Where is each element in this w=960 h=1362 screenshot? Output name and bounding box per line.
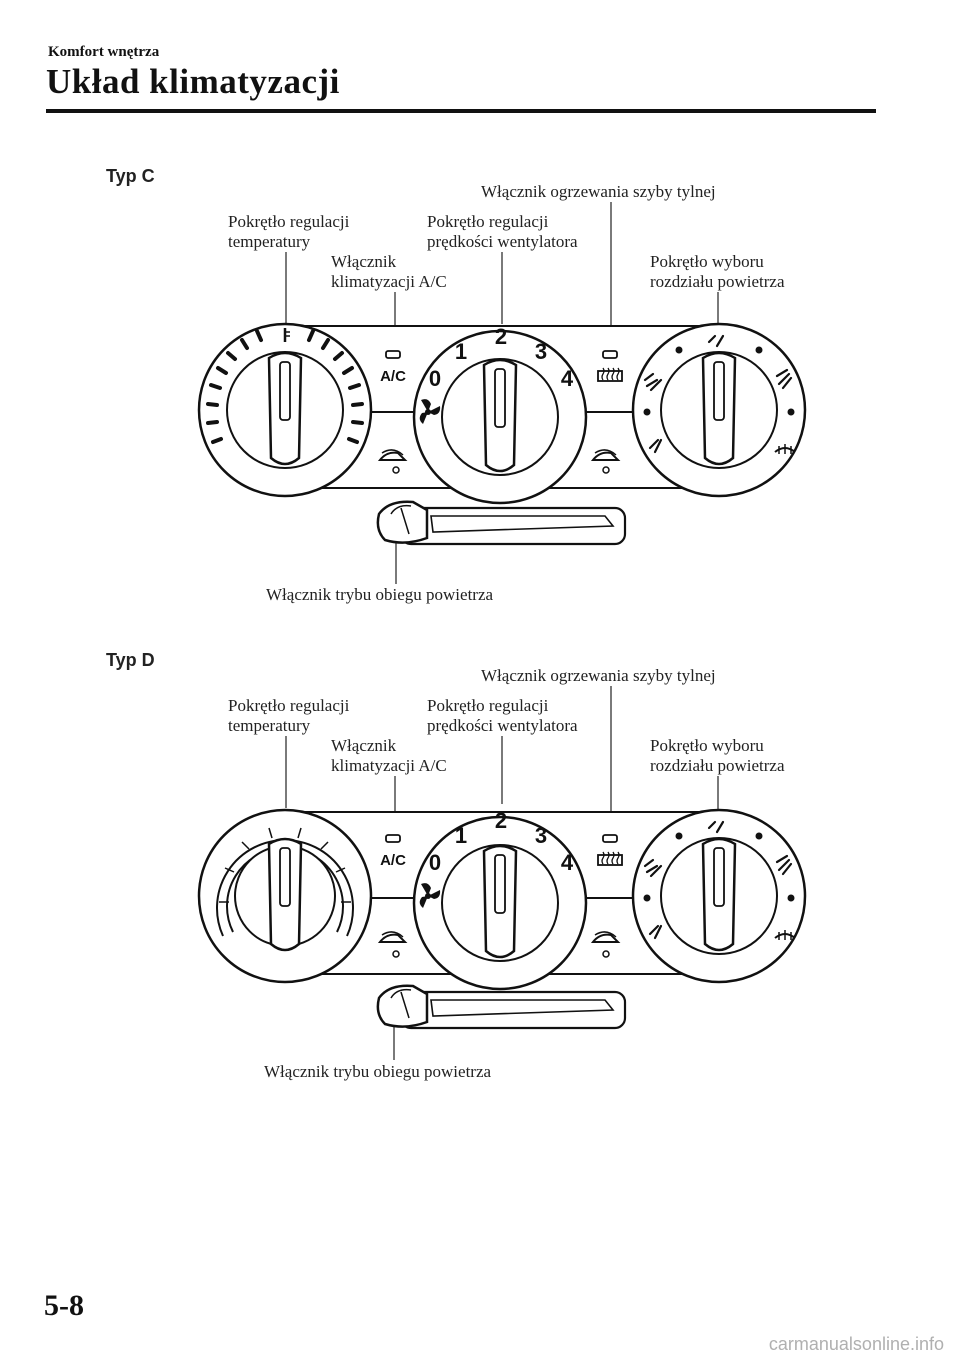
- fan-speed-knob[interactable]: 0 1 2 3 4: [412, 324, 588, 505]
- temperature-knob[interactable]: [197, 808, 373, 984]
- callout-airflow-c: Pokrętło wyboru rozdziału powietrza: [650, 252, 785, 291]
- feet-icon: [648, 438, 663, 454]
- recirculation-lever[interactable]: [376, 984, 627, 1030]
- temperature-knob[interactable]: [197, 322, 373, 498]
- callout-fan-speed-c: Pokrętło regulacji prędkości wentylatora: [427, 212, 578, 251]
- face-vent-icon: [707, 820, 725, 834]
- page-number: 5-8: [44, 1289, 84, 1322]
- ac-label: A/C: [380, 852, 406, 869]
- callout-recirculation-c: Włącznik trybu obiegu powietrza: [266, 585, 494, 604]
- panel-drawing-d: A/C 0 1 2 3 4: [197, 808, 807, 1030]
- ac-button[interactable]: A/C: [380, 834, 406, 869]
- rear-defroster-icon: [597, 367, 623, 382]
- rear-defroster-icon: [597, 851, 623, 866]
- page-title: Układ klimatyzacji: [46, 62, 340, 101]
- callout-rear-defroster-c: Włącznik ogrzewania szyby tylnej: [481, 182, 716, 201]
- recirculation-lever[interactable]: [376, 500, 627, 546]
- fan-speed-3: 3: [535, 339, 547, 364]
- ac-label: A/C: [380, 368, 406, 385]
- callout-fan-speed-d: Pokrętło regulacji prędkości wentylatora: [427, 696, 578, 735]
- callout-rear-defroster-d: Włącznik ogrzewania szyby tylnej: [481, 666, 716, 685]
- feet-defrost-icon: [775, 854, 793, 876]
- windshield-defrost-icon: [774, 930, 796, 940]
- recirculation-car-icon-left: [377, 449, 408, 474]
- callout-recirculation-d: Włącznik trybu obiegu powietrza: [264, 1062, 492, 1081]
- section-label: Komfort wnętrza: [48, 44, 160, 60]
- rear-defroster-button[interactable]: [597, 350, 623, 382]
- fan-icon: [419, 399, 441, 424]
- feet-icon: [648, 924, 663, 940]
- control-panel-typ-d: A/C 0 1 2 3 4: [195, 786, 815, 1106]
- control-panel-typ-c: A/C 0 1 2 3 4: [195, 300, 815, 620]
- feet-defrost-icon: [775, 368, 793, 390]
- type-d-label: Typ D: [106, 650, 155, 670]
- callout-airflow-d: Pokrętło wyboru rozdziału powietrza: [650, 736, 785, 775]
- ac-button[interactable]: A/C: [380, 350, 406, 385]
- fan-speed-0: 0: [429, 366, 441, 391]
- fan-speed-3: 3: [535, 823, 547, 848]
- fan-speed-2: 2: [495, 324, 507, 349]
- fresh-air-car-icon-right: [590, 931, 621, 958]
- watermark: carmanualsonline.info: [768, 1334, 944, 1354]
- panel-drawing-c: A/C 0 1 2 3 4: [197, 322, 807, 546]
- fan-speed-1: 1: [455, 339, 467, 364]
- callout-temperature-d: Pokrętło regulacji temperatury: [228, 696, 350, 735]
- fan-speed-knob[interactable]: 0 1 2 3 4: [412, 808, 588, 991]
- fan-speed-1: 1: [455, 823, 467, 848]
- thermometer-icon: [283, 328, 290, 342]
- fan-speed-0: 0: [429, 850, 441, 875]
- title-rule: [46, 109, 876, 113]
- airflow-mode-knob[interactable]: [631, 808, 807, 984]
- face-vent-icon: [707, 334, 725, 348]
- fan-speed-4: 4: [561, 850, 574, 875]
- face-feet-icon: [643, 858, 663, 878]
- fan-speed-4: 4: [561, 366, 574, 391]
- callout-ac-d: Włącznik klimatyzacji A/C: [331, 736, 447, 775]
- fan-icon: [419, 883, 441, 908]
- fresh-air-car-icon-right: [590, 449, 621, 474]
- callout-temperature-c: Pokrętło regulacji temperatury: [228, 212, 350, 251]
- face-feet-icon: [643, 372, 663, 392]
- recirculation-car-icon-left: [377, 931, 408, 958]
- type-c-label: Typ C: [106, 166, 155, 186]
- airflow-mode-knob[interactable]: [631, 322, 807, 498]
- rear-defroster-button[interactable]: [597, 834, 623, 866]
- windshield-defrost-icon: [774, 444, 796, 454]
- callout-ac-c: Włącznik klimatyzacji A/C: [331, 252, 447, 291]
- fan-speed-2: 2: [495, 808, 507, 833]
